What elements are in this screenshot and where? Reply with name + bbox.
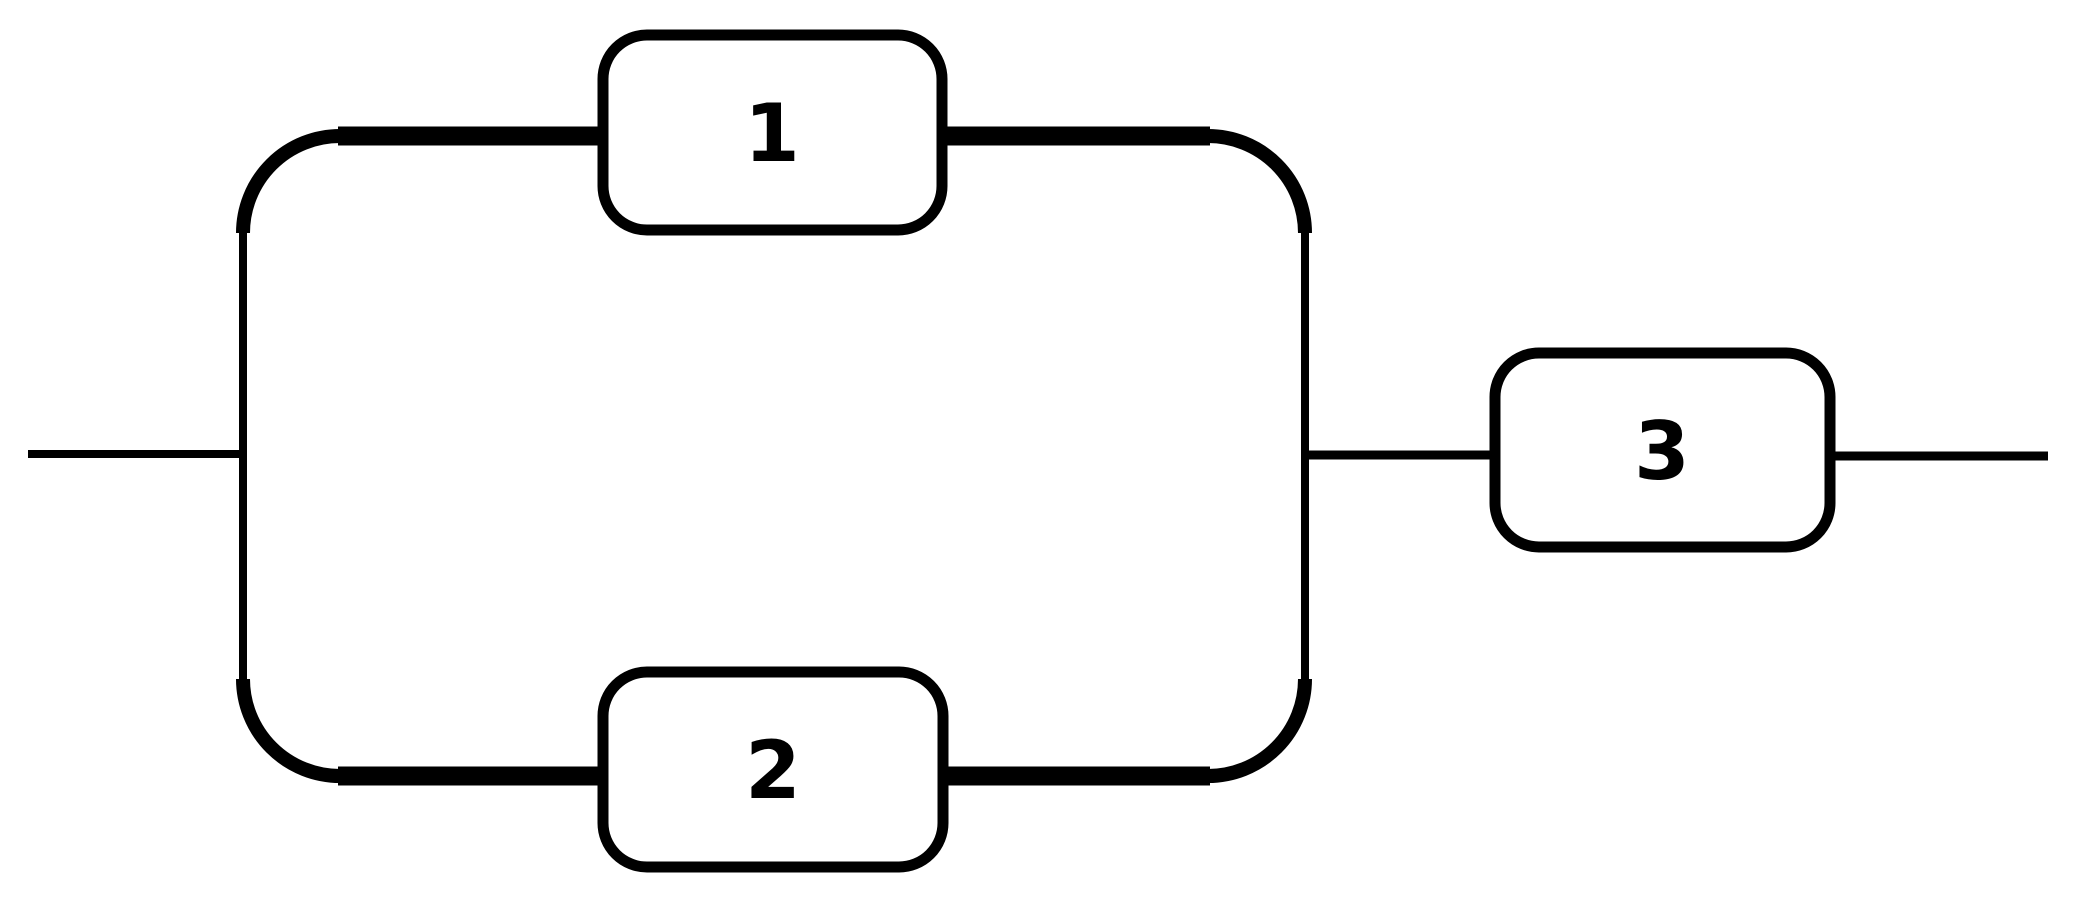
- block-2-label: 2: [745, 724, 801, 817]
- block-3-box: [1489, 347, 1836, 553]
- loop-corner-arcs: [236, 129, 1312, 783]
- block-3-label: 3: [1634, 405, 1690, 498]
- block-1-box: [597, 29, 948, 236]
- block-2-box: [597, 666, 949, 873]
- block-1-label: 1: [744, 87, 800, 180]
